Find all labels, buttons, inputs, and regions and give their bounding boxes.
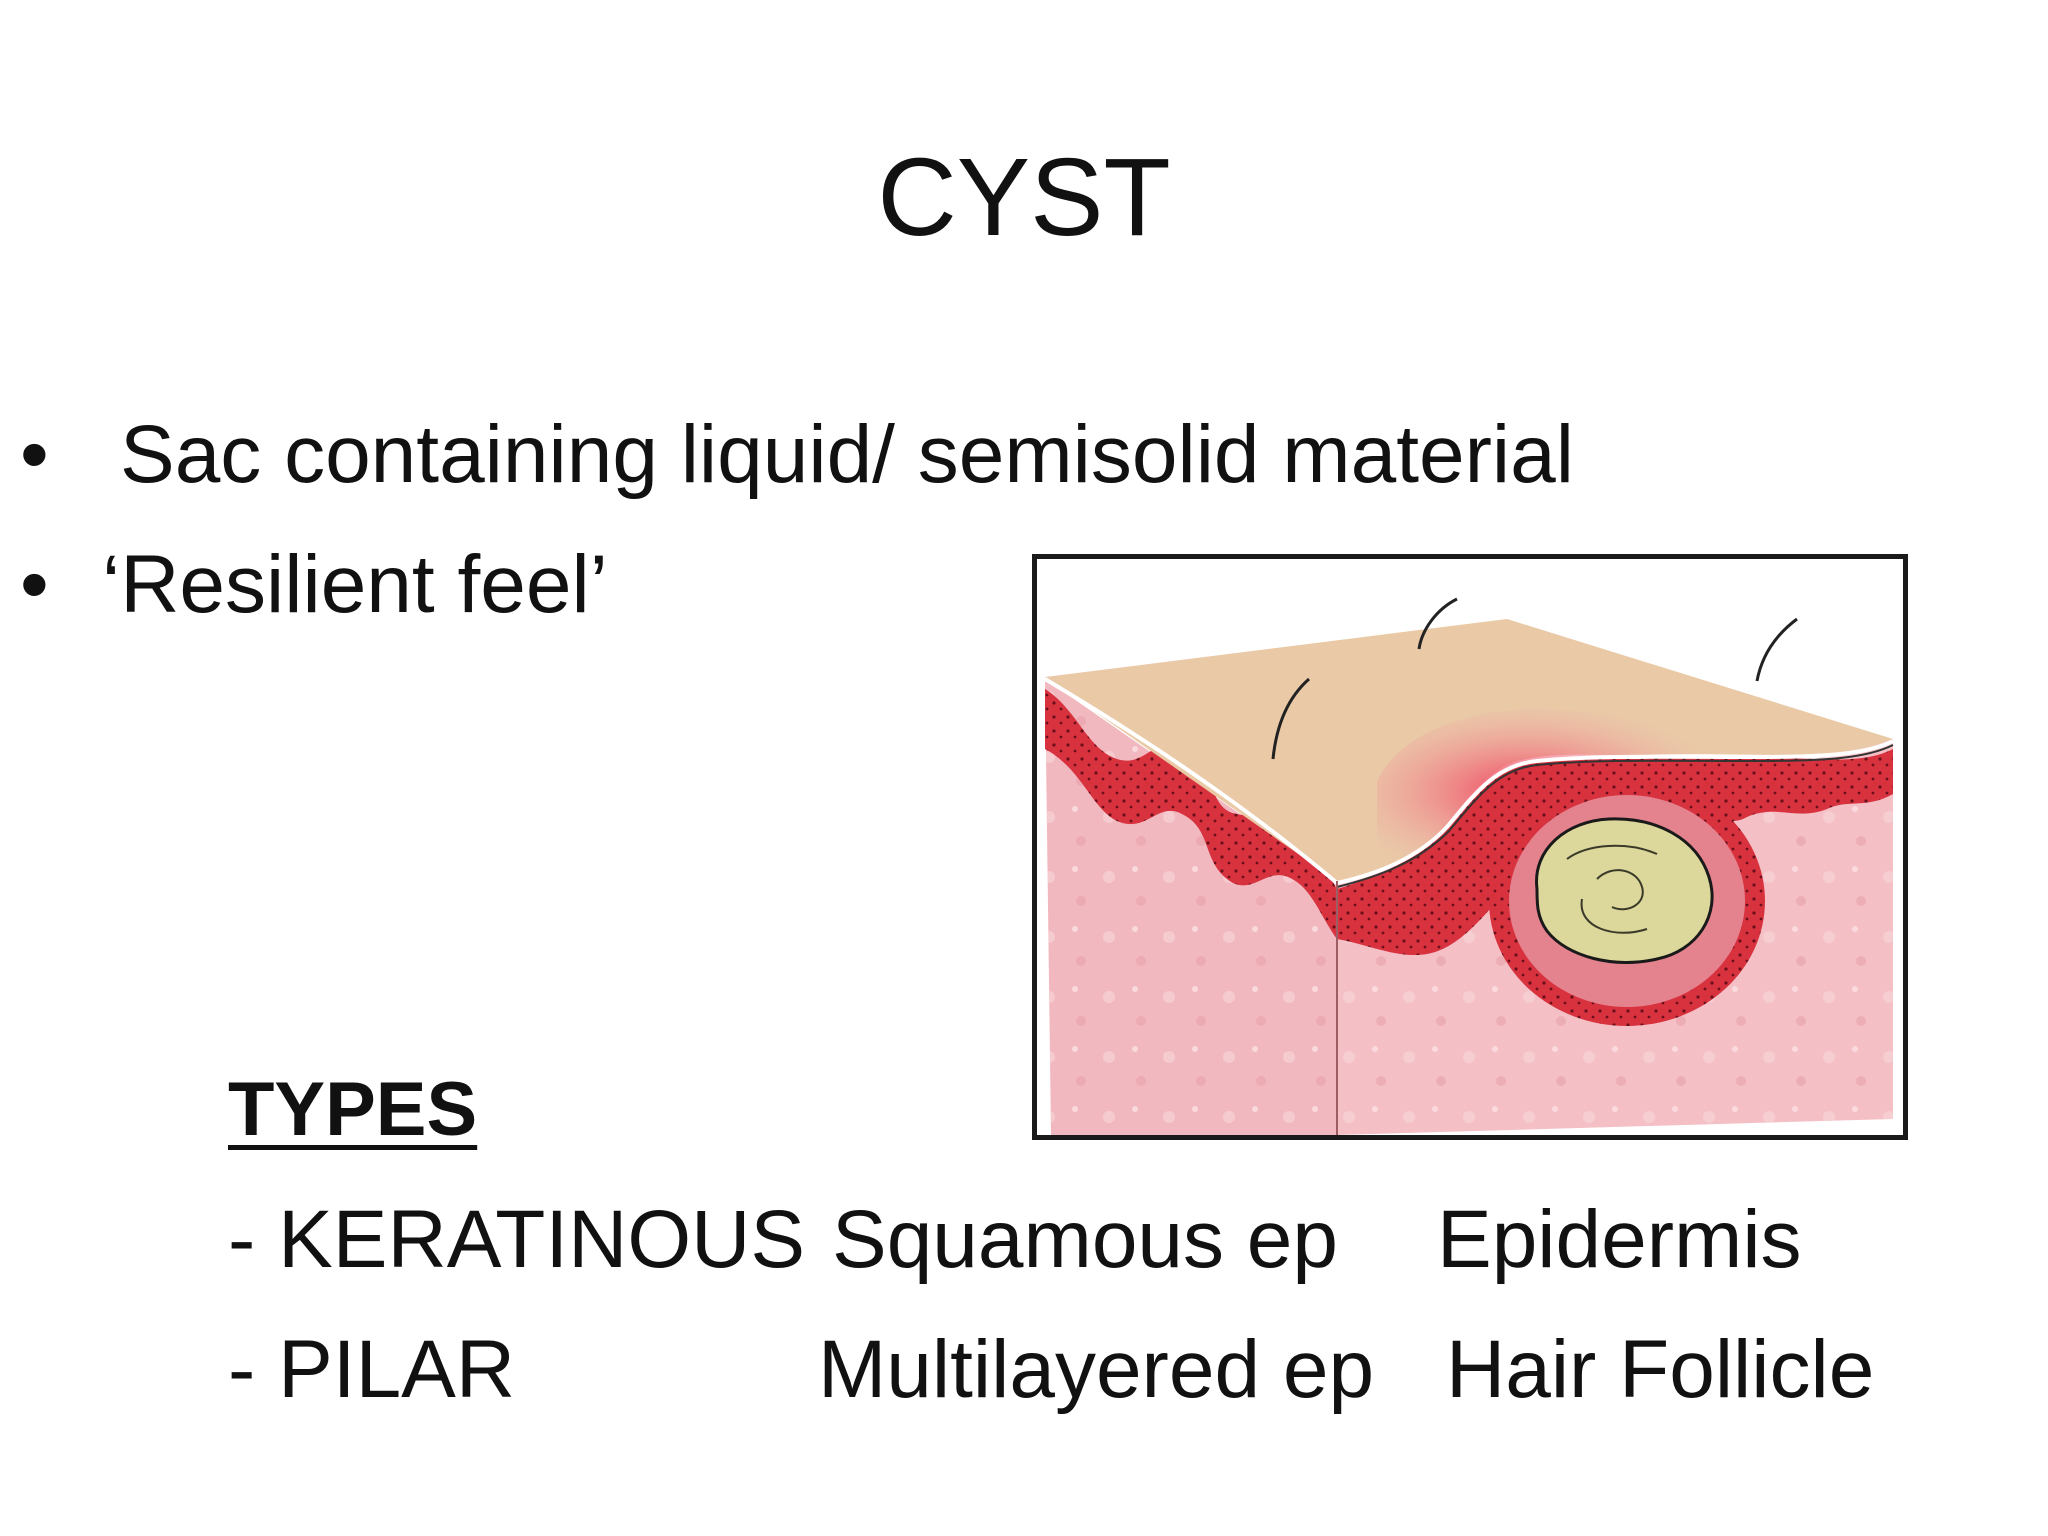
slide-title: CYST — [877, 136, 1171, 259]
types-heading: TYPES — [228, 1067, 478, 1152]
type-lining: Squamous ep — [832, 1194, 1339, 1285]
bullet-marker: • — [20, 539, 49, 630]
type-name: - KERATINOUS — [228, 1194, 806, 1285]
type-name: - PILAR — [228, 1324, 516, 1415]
bullet-marker: • — [20, 409, 49, 500]
bullet-text: Sac containing liquid/ semisolid materia… — [120, 409, 1574, 500]
cyst-illustration — [1032, 554, 1908, 1140]
type-origin: Epidermis — [1437, 1194, 1802, 1285]
bullet-text: ‘Resilient feel’ — [102, 539, 608, 630]
type-origin: Hair Follicle — [1446, 1324, 1875, 1415]
type-lining: Multilayered ep — [818, 1324, 1375, 1415]
